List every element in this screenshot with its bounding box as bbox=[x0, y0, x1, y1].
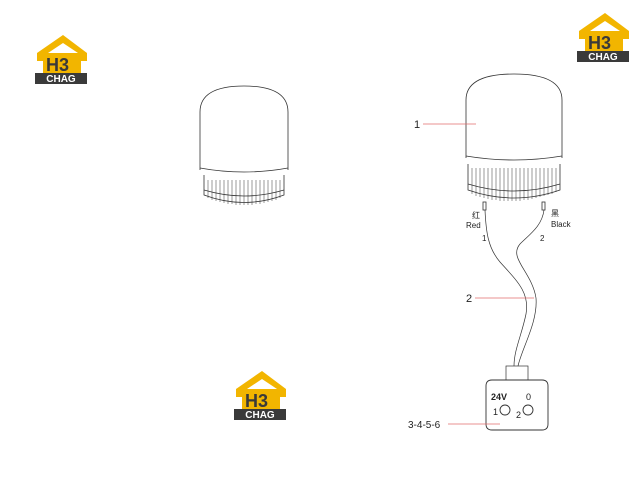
black-wire-label: Black bbox=[551, 220, 572, 229]
beacon-lamp-overview bbox=[199, 85, 289, 205]
black-wire-number: 2 bbox=[540, 234, 545, 243]
callout-connector: 3-4-5-6 bbox=[408, 420, 441, 431]
pin-hole-0 bbox=[522, 404, 534, 416]
connector-pin2-label: 2 bbox=[516, 410, 521, 420]
cable bbox=[484, 209, 545, 381]
connector-housing bbox=[485, 379, 549, 431]
lamp-base-fins bbox=[207, 180, 281, 205]
black-wire-label-cn: 黑 bbox=[551, 209, 559, 218]
svg-text:H3: H3 bbox=[46, 55, 69, 75]
connector-zero-label: 0 bbox=[526, 392, 531, 402]
svg-text:H3: H3 bbox=[588, 33, 611, 53]
connector-voltage-label: 24V bbox=[491, 392, 507, 402]
red-wire-label: Red bbox=[466, 221, 481, 230]
svg-text:CHAG: CHAG bbox=[46, 74, 76, 85]
logo-graphic: H3 CHAG bbox=[234, 371, 286, 421]
svg-text:CHAG: CHAG bbox=[588, 52, 618, 63]
brand-logo: H3 CHAG bbox=[575, 11, 630, 63]
callout-cable: 2 bbox=[466, 293, 472, 305]
brand-logo: H3 CHAG bbox=[232, 369, 288, 421]
pin-hole-24v bbox=[499, 404, 511, 416]
lamp-base-fins bbox=[471, 168, 557, 201]
black-terminal bbox=[541, 201, 546, 211]
red-wire-number: 1 bbox=[482, 234, 487, 243]
svg-text:CHAG: CHAG bbox=[245, 410, 275, 421]
leader-lines bbox=[423, 123, 534, 425]
logo-graphic: H3 CHAG bbox=[577, 13, 629, 63]
connector-pin1-label: 1 bbox=[493, 407, 498, 417]
connector-boot bbox=[505, 365, 529, 381]
beacon-lamp bbox=[465, 73, 563, 211]
callout-lamp: 1 bbox=[414, 119, 420, 131]
logo-graphic: H3 CHAG bbox=[35, 35, 87, 85]
red-wire-label-cn: 红 bbox=[472, 210, 480, 220]
red-terminal bbox=[482, 201, 487, 211]
svg-text:H3: H3 bbox=[245, 391, 268, 411]
brand-logo: H3 CHAG bbox=[33, 33, 89, 85]
